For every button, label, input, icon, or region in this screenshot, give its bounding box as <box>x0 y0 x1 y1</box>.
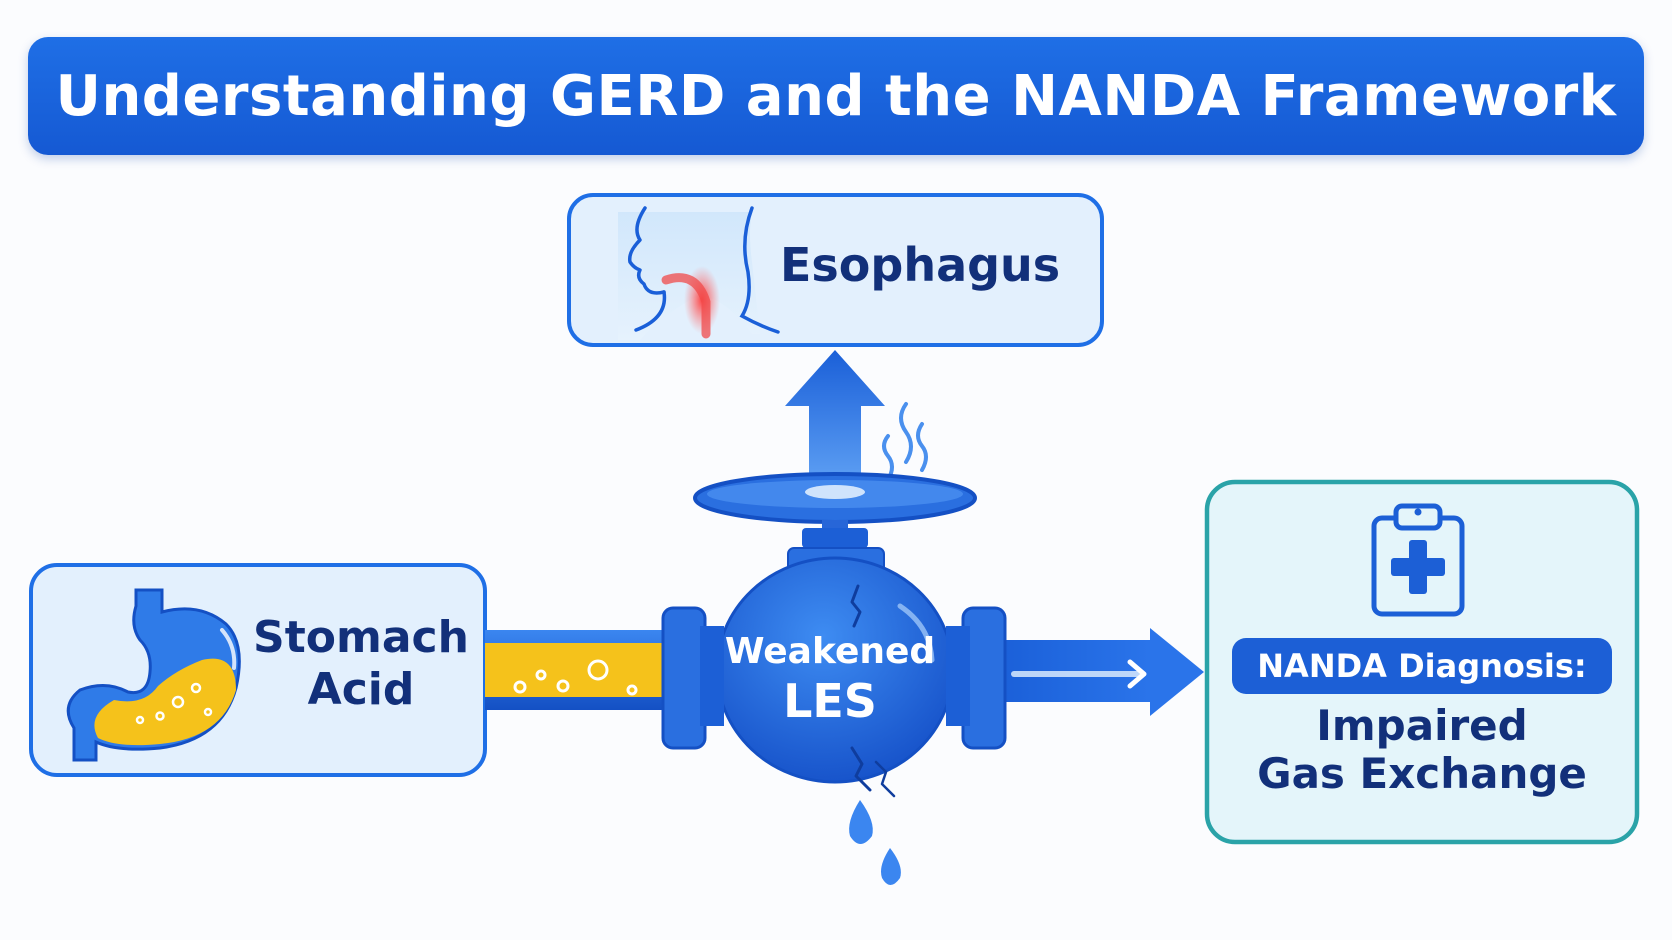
diagnosis-label: Impaired Gas Exchange <box>1212 702 1632 798</box>
diagnosis-label-line1: Impaired <box>1316 701 1528 750</box>
valve-label-line2: LES <box>783 674 877 728</box>
up-arrow <box>785 350 885 476</box>
clipboard-icon <box>1371 503 1465 617</box>
stomach-label: Stomach Acid <box>246 612 476 716</box>
page-title: Understanding GERD and the NANDA Framewo… <box>55 63 1617 129</box>
title-bar: Understanding GERD and the NANDA Framewo… <box>28 37 1644 155</box>
valve-label-line1: Weakened <box>724 631 936 672</box>
acid-pipe <box>485 630 665 710</box>
stomach-label-line1: Stomach <box>253 612 469 663</box>
right-arrow <box>996 628 1204 716</box>
diagnosis-label-line2: Gas Exchange <box>1257 749 1587 798</box>
steam-icon <box>882 402 928 482</box>
head-throat-icon <box>618 206 780 340</box>
stomach-label-line2: Acid <box>307 664 415 715</box>
valve-label: Weakened LES <box>700 630 960 728</box>
stomach-icon <box>66 588 241 762</box>
valve-icon <box>661 472 1007 798</box>
nanda-diagnosis-tag: NANDA Diagnosis: <box>1232 638 1612 694</box>
esophagus-label: Esophagus <box>780 238 1061 292</box>
drip-icon <box>849 800 901 885</box>
nanda-diagnosis-tag-text: NANDA Diagnosis: <box>1257 647 1587 685</box>
